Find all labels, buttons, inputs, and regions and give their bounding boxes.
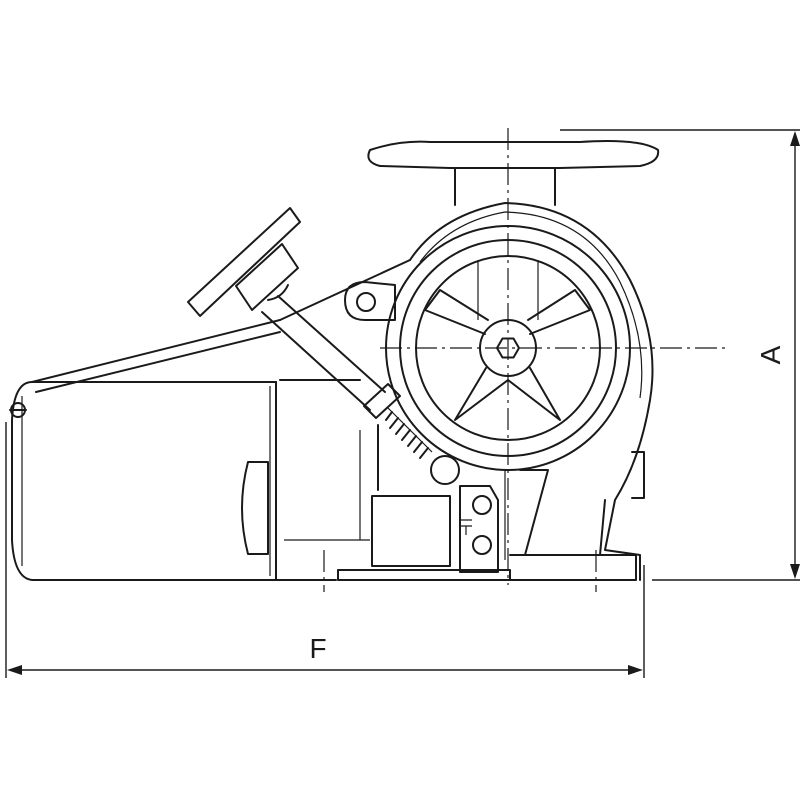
base-plate [323, 550, 637, 592]
hand-wheel [187, 207, 386, 411]
spring-assembly [359, 383, 460, 540]
dimension-f: F [5, 422, 645, 678]
center-lines [380, 128, 730, 585]
dimension-f-label: F [309, 633, 326, 664]
control-box [371, 485, 499, 573]
motor-housing [9, 319, 281, 581]
dimension-a-label: A [755, 345, 786, 364]
dimension-a: A [560, 129, 800, 581]
warping-head [367, 140, 660, 169]
pivot-boss [344, 281, 396, 321]
